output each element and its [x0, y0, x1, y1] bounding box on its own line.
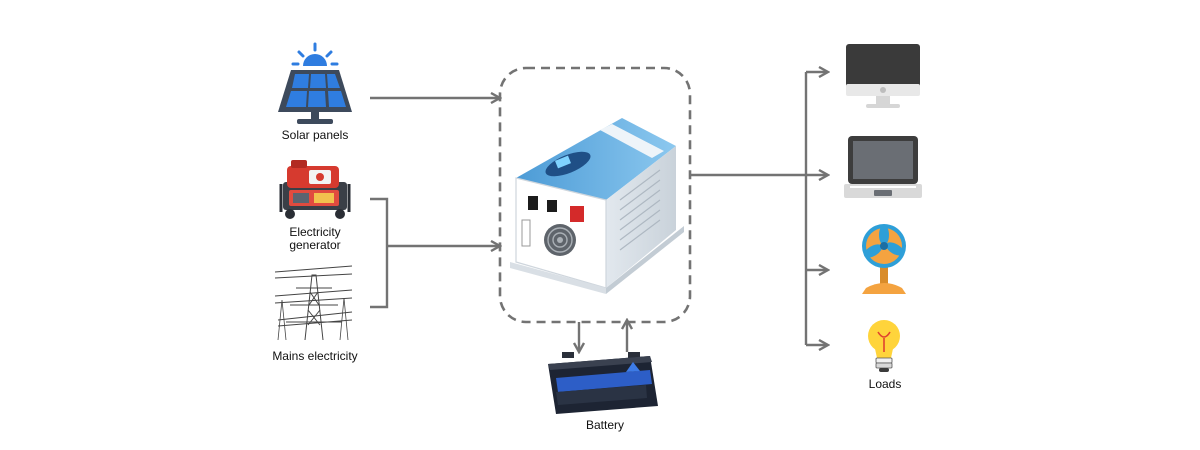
- fan-icon: [862, 224, 906, 294]
- generator-icon: [279, 160, 351, 219]
- battery-icon: [548, 352, 658, 414]
- inverter-icon: [510, 118, 684, 294]
- inverter-dashed-frame: [498, 66, 692, 324]
- light-bulb-icon: [868, 320, 900, 372]
- generator-label-line1: Electricity: [289, 225, 341, 239]
- loads-label: Loads: [868, 377, 902, 391]
- power-pylon-icon: [274, 265, 353, 341]
- generator-mains-bracket: [370, 197, 389, 309]
- solar-panels-label: Solar panels: [281, 128, 349, 142]
- mains-electricity-label: Mains electricity: [272, 349, 358, 363]
- solar-panel-icon: [278, 42, 352, 124]
- battery-label: Battery: [585, 418, 624, 432]
- generator-label-line2: generator: [289, 238, 341, 252]
- monitor-icon: [846, 44, 920, 108]
- generator-label: Electricity generator: [265, 226, 365, 252]
- laptop-icon: [844, 136, 922, 198]
- connectors: [370, 72, 828, 352]
